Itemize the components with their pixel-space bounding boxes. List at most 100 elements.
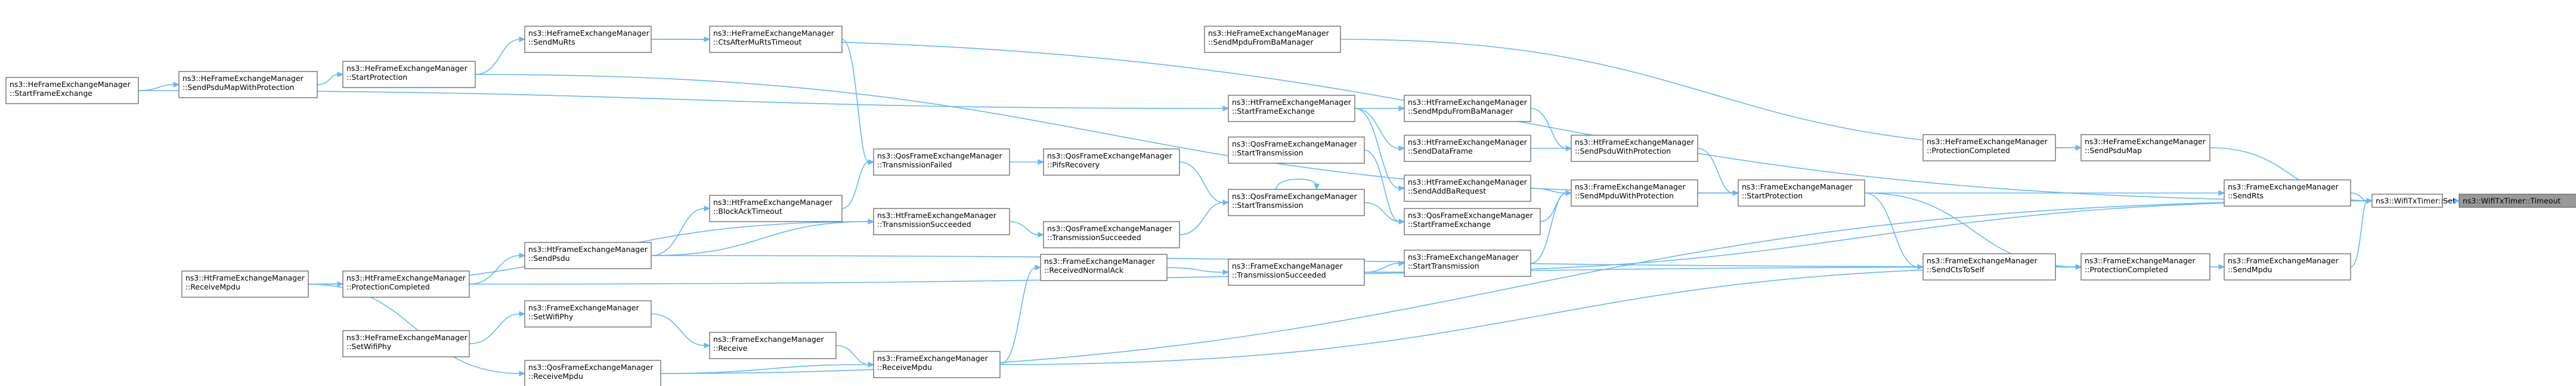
call-edge-arrowhead bbox=[1038, 232, 1045, 238]
graph-node-qos-txfailed[interactable]: ns3::QosFrameExchangeManager::Transmissi… bbox=[873, 148, 1010, 176]
node-box bbox=[181, 270, 309, 298]
node-label: ns3::QosFrameExchangeManager bbox=[1047, 224, 1172, 233]
call-graph-nodes: ns3::WifiTxTimer::Timeoutns3::WifiTxTime… bbox=[5, 26, 2576, 386]
graph-node-he-protcompleted[interactable]: ns3::HeFrameExchangeManager::ProtectionC… bbox=[1922, 134, 2056, 161]
graph-node-ht-startframeexch[interactable]: ns3::HtFrameExchangeManager::StartFrameE… bbox=[1228, 95, 1355, 122]
call-edge-line bbox=[651, 255, 2077, 267]
call-edge-arrowhead bbox=[519, 36, 526, 42]
node-label: ns3::FrameExchangeManager bbox=[2228, 256, 2339, 265]
call-edge bbox=[1364, 202, 1405, 225]
call-graph-edges bbox=[138, 36, 2460, 376]
call-edge-arrowhead bbox=[1314, 183, 1320, 191]
graph-node-fem-setwifiphy[interactable]: ns3::FrameExchangeManager::SetWifiPhy bbox=[524, 300, 652, 328]
node-label: ::TransmissionSucceeded bbox=[1232, 270, 1326, 279]
node-label: ::ProtectionCompleted bbox=[1927, 146, 2010, 155]
graph-node-qos-txsucceeded[interactable]: ns3::QosFrameExchangeManager::Transmissi… bbox=[1043, 221, 1180, 248]
graph-node-he-sendpsdumap[interactable]: ns3::HeFrameExchangeManager::SendPsduMap bbox=[2080, 134, 2210, 161]
graph-node-qos-starttx-a[interactable]: ns3::QosFrameExchangeManager::StartTrans… bbox=[1228, 136, 1365, 164]
graph-node-ht-sendaddbareq[interactable]: ns3::HtFrameExchangeManager::SendAddBaRe… bbox=[1404, 175, 1531, 202]
node-label: ns3::HtFrameExchangeManager bbox=[713, 198, 833, 207]
node-label: ns3::HtFrameExchangeManager bbox=[1232, 98, 1352, 107]
graph-node-fem-startprotection[interactable]: ns3::FrameExchangeManager::StartProtecti… bbox=[1738, 179, 1865, 207]
node-label: ::SendPsduWithProtection bbox=[1575, 147, 1671, 155]
node-box bbox=[1922, 134, 2056, 161]
node-label: ::SendMuRts bbox=[528, 38, 575, 46]
graph-node-he-startprotection[interactable]: ns3::HeFrameExchangeManager::StartProtec… bbox=[342, 61, 476, 88]
call-edge-arrowhead bbox=[173, 82, 180, 88]
call-edge bbox=[1010, 159, 1045, 165]
call-edge-line bbox=[1364, 263, 1400, 273]
call-edge-arrowhead bbox=[1732, 190, 1739, 196]
node-label: ns3::HtFrameExchangeManager bbox=[877, 211, 997, 220]
node-label: ns3::QosFrameExchangeManager bbox=[877, 151, 1002, 160]
graph-node-he-sendpsdumapwithprot[interactable]: ns3::HeFrameExchangeManager::SendPsduMap… bbox=[178, 71, 318, 98]
node-label: ::StartFrameExchange bbox=[10, 89, 92, 98]
graph-node-ht-sendpsdu[interactable]: ns3::HtFrameExchangeManager::SendPsdu bbox=[524, 242, 652, 269]
call-edge bbox=[1364, 198, 2373, 273]
call-edge-arrowhead bbox=[1398, 145, 1405, 151]
graph-node-qos-receivempdu[interactable]: ns3::QosFrameExchangeManager::ReceiveMpd… bbox=[524, 360, 661, 386]
call-edge bbox=[469, 253, 526, 285]
graph-node-ht-txsucceeded[interactable]: ns3::HtFrameExchangeManager::Transmissio… bbox=[873, 208, 1010, 235]
call-edge bbox=[660, 362, 875, 374]
graph-node-ht-sendpsduwithprot[interactable]: ns3::HtFrameExchangeManager::SendPsduWit… bbox=[1571, 135, 1698, 162]
graph-node-fem-receivempdu[interactable]: ns3::FrameExchangeManager::ReceiveMpdu bbox=[873, 351, 1001, 378]
graph-node-qos-pifsrecovery[interactable]: ns3::QosFrameExchangeManager::PifsRecove… bbox=[1043, 148, 1180, 176]
graph-node-he-ctsaftermutimeout[interactable]: ns3::HeFrameExchangeManager::CtsAfterMuR… bbox=[709, 26, 843, 53]
call-edge-arrowhead bbox=[704, 343, 711, 348]
node-label: ::SendAddBaRequest bbox=[1408, 186, 1486, 195]
graph-node-fem-receivednormalack[interactable]: ns3::FrameExchangeManager::ReceivedNorma… bbox=[1040, 254, 1168, 281]
node-label: ns3::FrameExchangeManager bbox=[1408, 253, 1519, 262]
node-label: ::ReceivedNormalAck bbox=[1044, 266, 1124, 275]
graph-node-fem-sendctstoself[interactable]: ns3::FrameExchangeManager::SendCtsToSelf bbox=[1922, 253, 2056, 281]
graph-node-fem-sendmpdu[interactable]: ns3::FrameExchangeManager::SendMpdu bbox=[2224, 253, 2351, 281]
node-label: ns3::HtFrameExchangeManager bbox=[1408, 138, 1528, 147]
call-edge-arrowhead bbox=[1222, 105, 1230, 111]
graph-node-fem-sendrts[interactable]: ns3::FrameExchangeManager::SendRts bbox=[2224, 179, 2351, 207]
graph-node-he-setwifiphy[interactable]: ns3::HeFrameExchangeManager::SetWifiPhy bbox=[342, 330, 470, 357]
graph-node-set[interactable]: ns3::WifiTxTimer::Set bbox=[2371, 194, 2456, 208]
node-label: ns3::HeFrameExchangeManager bbox=[713, 29, 835, 38]
graph-node-fem-txsucceeded[interactable]: ns3::FrameExchangeManager::TransmissionS… bbox=[1228, 259, 1365, 286]
call-edge bbox=[999, 264, 1042, 365]
graph-node-ht-receivempdu[interactable]: ns3::HtFrameExchangeManager::ReceiveMpdu bbox=[181, 270, 309, 298]
node-box bbox=[1043, 221, 1180, 248]
call-edge-line bbox=[1179, 202, 1224, 235]
graph-node-he-sendmurts[interactable]: ns3::HeFrameExchangeManager::SendMuRts bbox=[524, 26, 652, 53]
call-edge-line bbox=[999, 266, 2077, 365]
node-label: ns3::HtFrameExchangeManager bbox=[1575, 138, 1695, 147]
call-edge bbox=[2442, 198, 2460, 204]
graph-node-root[interactable]: ns3::WifiTxTimer::Timeout bbox=[2459, 194, 2576, 208]
call-edge-line bbox=[469, 255, 521, 285]
graph-node-ht-protcompleted[interactable]: ns3::HtFrameExchangeManager::ProtectionC… bbox=[342, 270, 470, 298]
node-label: ::ProtectionCompleted bbox=[346, 282, 430, 291]
node-box bbox=[2080, 253, 2210, 281]
graph-node-qos-starttx-b[interactable]: ns3::QosFrameExchangeManager::StartTrans… bbox=[1228, 189, 1365, 216]
node-label: ::ReceiveMpdu bbox=[185, 282, 240, 291]
call-edge bbox=[2350, 198, 2373, 267]
call-edge-line bbox=[651, 313, 705, 346]
node-label: ::StartProtection bbox=[346, 73, 407, 82]
graph-node-he-startframeexch[interactable]: ns3::HeFrameExchangeManager::StartFrameE… bbox=[5, 77, 139, 104]
graph-node-fem-starttx[interactable]: ns3::FrameExchangeManager::StartTransmis… bbox=[1404, 250, 1531, 277]
graph-node-he-sendmpdufromba[interactable]: ns3::HeFrameExchangeManager::SendMpduFro… bbox=[1204, 26, 1341, 53]
graph-node-ht-senddataframe[interactable]: ns3::HtFrameExchangeManager::SendDataFra… bbox=[1404, 135, 1531, 162]
call-edge bbox=[1179, 161, 1230, 206]
graph-node-fem-sendmpduwithprot[interactable]: ns3::FrameExchangeManager::SendMpduWithP… bbox=[1571, 179, 1698, 207]
graph-node-fem-protcompleted[interactable]: ns3::FrameExchangeManager::ProtectionCom… bbox=[2080, 253, 2210, 281]
call-edge bbox=[1864, 192, 1924, 270]
call-edge bbox=[841, 159, 875, 209]
node-label: ns3::WifiTxTimer::Set bbox=[2376, 197, 2456, 206]
graph-node-fem-receive[interactable]: ns3::FrameExchangeManager::Receive bbox=[709, 332, 837, 359]
node-box bbox=[1571, 135, 1698, 162]
call-edge-line bbox=[1864, 192, 1919, 267]
node-label: ns3::FrameExchangeManager bbox=[1575, 182, 1686, 191]
graph-node-ht-sendmpdufromba[interactable]: ns3::HtFrameExchangeManager::SendMpduFro… bbox=[1404, 95, 1531, 122]
graph-node-ht-blockacktimeout[interactable]: ns3::HtFrameExchangeManager::BlockAckTim… bbox=[709, 195, 843, 222]
call-edge bbox=[1275, 178, 1320, 191]
graph-node-qos-startframeexch[interactable]: ns3::QosFrameExchangeManager::StartFrame… bbox=[1404, 208, 1541, 235]
call-edge-line bbox=[651, 208, 705, 256]
node-label: ns3::HeFrameExchangeManager bbox=[346, 64, 468, 73]
call-edge bbox=[469, 311, 526, 344]
